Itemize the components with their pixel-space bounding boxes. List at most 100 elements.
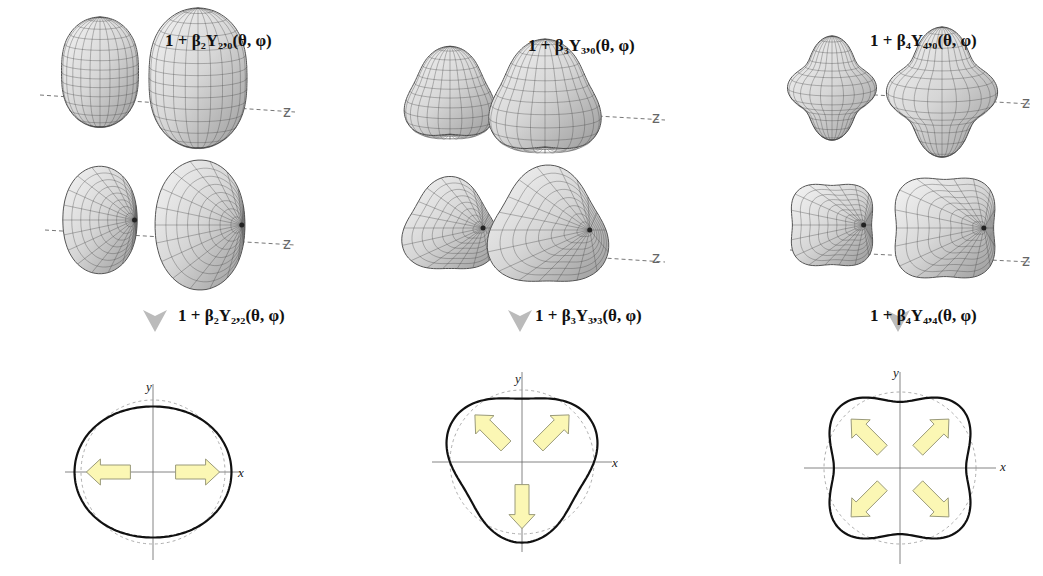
mesh-line: [404, 228, 483, 229]
deformed-nucleus: [63, 166, 137, 273]
mesh-line: [794, 36, 833, 140]
mesh-line: [81, 17, 100, 127]
mesh-line: [545, 39, 599, 150]
mesh-line: [545, 39, 594, 151]
mesh-line: [151, 8, 198, 148]
axis-label: z: [283, 104, 291, 121]
mesh-line: [438, 46, 450, 139]
mesh-line: [238, 225, 241, 262]
axis-label: x: [1000, 460, 1006, 474]
push-arrow: [509, 485, 535, 529]
mesh-line: [227, 225, 242, 278]
mesh-line: [917, 228, 984, 277]
mesh-line: [577, 230, 590, 280]
mesh-line: [190, 161, 242, 225]
mesh-line: [564, 214, 594, 243]
push-arrow: [913, 419, 949, 455]
down-arrow: [143, 310, 167, 332]
mesh-line: [63, 220, 135, 221]
deformed-nucleus: [404, 46, 496, 139]
pole: [587, 228, 592, 233]
surface: [149, 8, 247, 148]
mesh-line: [450, 46, 494, 136]
mesh-line: [545, 39, 546, 153]
mesh-line: [78, 220, 135, 264]
mesh-line: [418, 46, 450, 138]
mesh-line: [491, 39, 545, 150]
mesh-line: [432, 196, 492, 254]
mesh-line: [198, 8, 211, 149]
mesh-line: [67, 17, 100, 127]
mesh-line: [450, 46, 482, 138]
y-axis: [153, 384, 154, 560]
mesh-line: [242, 225, 244, 243]
mesh-line: [198, 8, 223, 149]
mesh-line: [973, 228, 984, 277]
mesh-line: [900, 228, 984, 266]
deformed-nucleus: [149, 8, 247, 149]
reference-circle: [450, 390, 594, 534]
mesh-line: [450, 46, 462, 139]
mesh-line: [108, 220, 134, 273]
mesh-line: [519, 230, 590, 280]
axis-label: z: [1022, 253, 1030, 270]
mesh-line: [418, 202, 483, 228]
mesh-line: [174, 8, 199, 149]
axis-label: z: [652, 250, 660, 267]
mesh-line: [832, 36, 875, 140]
mesh-line: [545, 39, 560, 153]
mesh-line: [973, 179, 984, 228]
mesh-line: [832, 36, 833, 140]
formula-label: 1 + β₃Y₃,₀(θ, φ): [528, 37, 635, 56]
mesh-line: [809, 185, 864, 225]
formula-label: 1 + β₂Y₂,₀(θ, φ): [165, 32, 272, 51]
mesh-line: [406, 46, 450, 136]
mesh-line: [984, 190, 990, 228]
deformed-contour: [830, 398, 971, 539]
pole: [981, 226, 986, 231]
mesh-line: [500, 173, 606, 275]
mesh-line: [410, 46, 450, 137]
mesh-line: [227, 172, 242, 225]
axis-label: x: [612, 456, 618, 470]
deformed-nucleus: [791, 184, 872, 265]
formula-label: 1 + β₄Y₄,₄(θ, φ): [870, 307, 977, 326]
mesh-line: [900, 190, 984, 228]
mesh-line: [242, 207, 244, 225]
mesh-line: [156, 8, 198, 148]
axis-label: z: [652, 110, 660, 127]
formula-label: 1 + β₃Y₃,₃(θ, φ): [535, 307, 642, 326]
axis-label: z: [283, 236, 291, 253]
formula-label: 1 + β₄Y₄,₀(θ, φ): [870, 32, 977, 51]
mesh-line: [855, 185, 864, 225]
mesh-line: [156, 225, 241, 243]
mesh-line: [163, 8, 198, 148]
mesh-line: [412, 183, 496, 264]
mesh-line: [122, 220, 134, 264]
mesh-line: [427, 46, 450, 138]
mesh-line: [839, 225, 864, 265]
deformed-nucleus: [155, 160, 245, 290]
mesh-line: [954, 228, 984, 277]
mesh-line: [108, 167, 134, 220]
mesh-line: [825, 185, 864, 225]
mesh-line: [422, 189, 494, 258]
mesh-line: [73, 17, 100, 127]
push-arrow: [176, 459, 220, 485]
mesh-line: [68, 190, 134, 220]
mesh-line: [791, 225, 863, 240]
mesh-line: [557, 230, 590, 281]
mesh-line: [443, 202, 491, 248]
push-arrow: [475, 415, 511, 451]
mesh-line: [132, 220, 135, 250]
mesh-line: [832, 36, 844, 140]
deformed-nucleus: [402, 177, 498, 269]
mesh-line: [450, 46, 490, 137]
surface: [402, 177, 498, 269]
mesh-line: [855, 225, 864, 265]
axis-label: y: [515, 372, 521, 386]
deformed-contour: [447, 398, 598, 542]
deformed-nucleus: [788, 36, 877, 140]
mesh-line: [590, 230, 608, 252]
mesh-line: [590, 230, 597, 271]
